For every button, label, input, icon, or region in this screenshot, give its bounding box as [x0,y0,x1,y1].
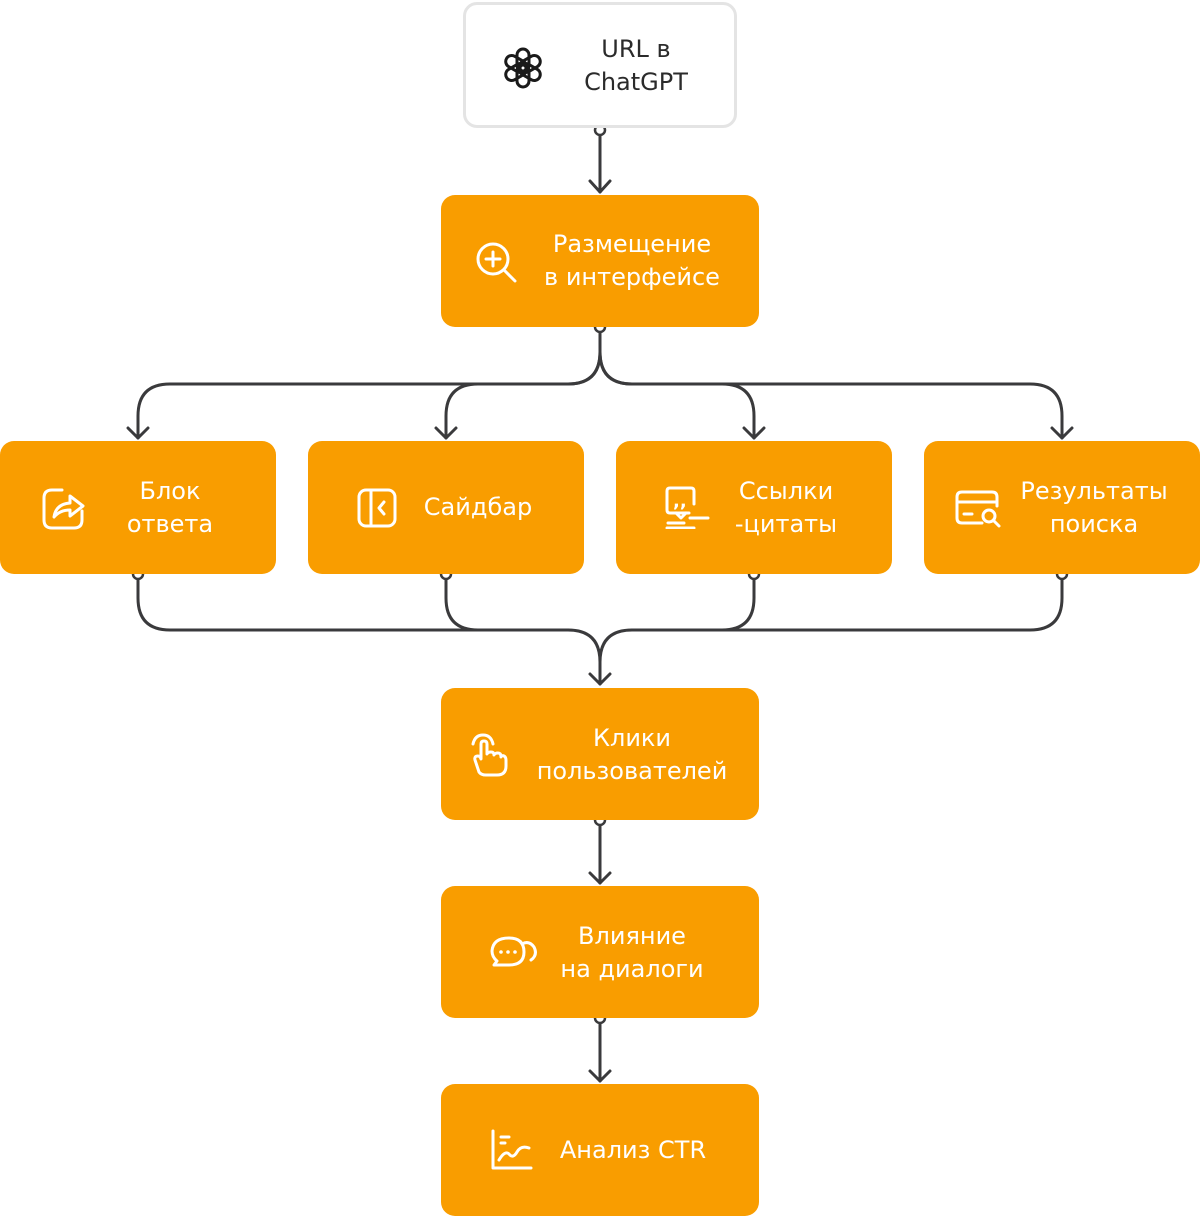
quote-icon: ,, [665,486,710,529]
node-dialog-influence: Влияние на диалоги [441,886,759,1018]
label-line2: на диалоги [560,955,704,983]
zoom-in-icon [476,242,517,283]
label-line1: Блок [139,477,201,505]
share-icon [42,488,85,530]
node-user-clicks: Клики пользователей [441,688,759,820]
sidebar-collapse-icon [357,488,397,528]
line-chart-icon [491,1129,533,1170]
label-line2: поиска [1049,510,1139,538]
label-line2: -цитаты [734,510,838,538]
label-line1: URL в [601,35,671,63]
node-citations: ,, Ссылки -цитаты [616,441,892,574]
node-placement: Размещение в интерфейсе [441,195,759,327]
label-line1: Размещение [552,230,712,258]
node-label: Блок ответа [100,475,240,541]
label-line1: Ссылки [738,477,834,505]
node-label: Анализ CTR [549,1134,717,1167]
node-label: URL в ChatGPT [561,33,711,99]
label-line1: Влияние [578,922,686,950]
node-label: Ссылки -цитаты [716,475,856,541]
chat-bubbles-icon [490,936,537,967]
node-sidebar: Сайдбар [308,441,584,574]
node-label: Сайдбар [408,491,548,524]
card-search-icon [955,490,1001,528]
node-label: Результаты поиска [1014,475,1174,541]
pointer-hand-icon [471,733,508,777]
svg-text:,,: ,, [673,491,687,512]
label-line2: ответа [126,510,214,538]
node-label: Влияние на диалоги [541,920,723,986]
node-url-chatgpt: URL в ChatGPT [463,2,737,128]
node-label: Размещение в интерфейсе [529,228,735,294]
node-search-results: Результаты поиска [924,441,1200,574]
node-ctr-analysis: Анализ CTR [441,1084,759,1216]
label-line2: ChatGPT [584,68,688,96]
node-label: Клики пользователей [525,722,739,788]
label-line2: в интерфейсе [544,263,720,291]
openai-logo-icon [504,47,542,89]
label-line2: пользователей [536,757,728,785]
label-line1: Результаты [1020,477,1168,505]
node-answer-block: Блок ответа [0,441,276,574]
label-line1: Анализ CTR [559,1136,707,1164]
label-line1: Клики [592,724,672,752]
label-line1: Сайдбар [423,493,533,521]
edge-branches-clicks [136,572,602,686]
